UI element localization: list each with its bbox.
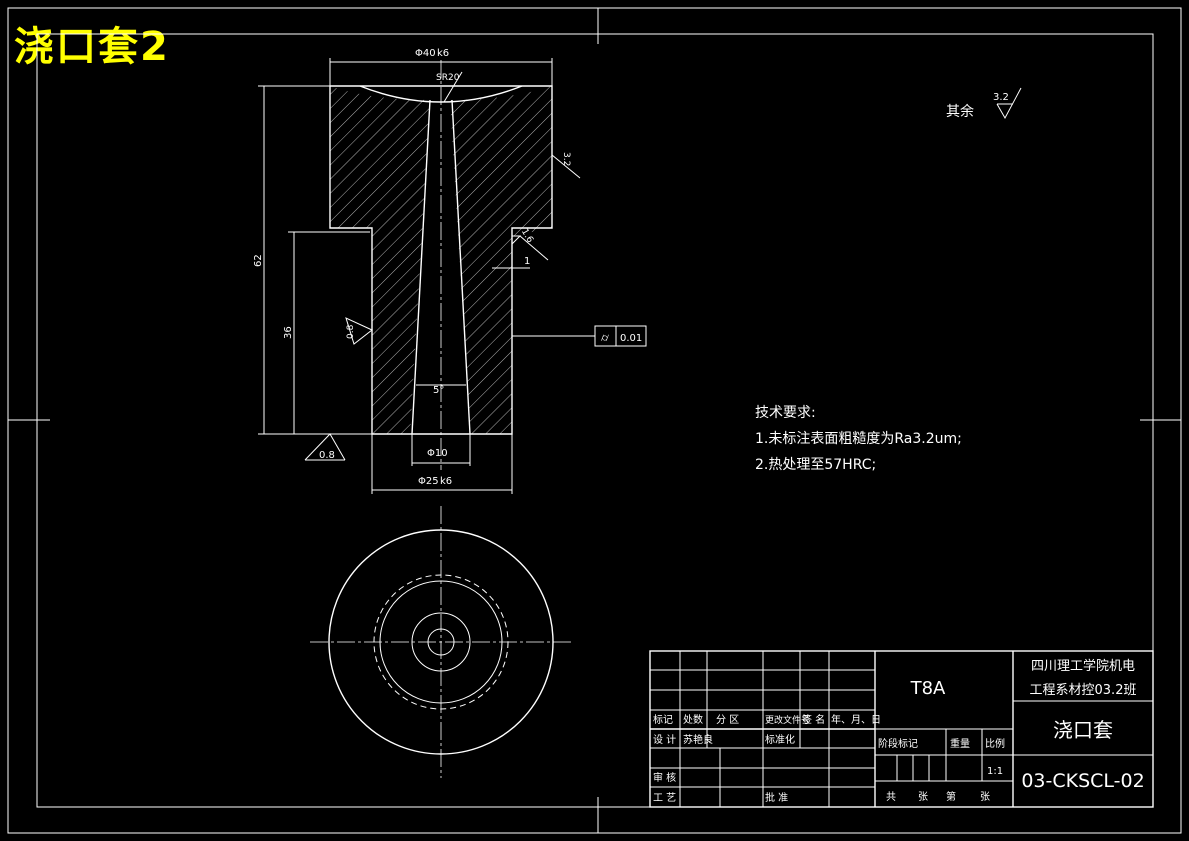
tb-h-sign: 签 名 [802, 713, 825, 726]
roughness-bottom: 0.8 [319, 450, 335, 461]
tb-designer: 苏艳良 [683, 733, 713, 746]
tb-school-line2: 工程系材控03.2班 [1030, 683, 1137, 698]
outer-frame [7, 7, 1182, 834]
tb-standard-label: 标准化 [765, 733, 795, 746]
gdt-symbol: ⌭ [601, 331, 609, 344]
dim-height-total: 62 [253, 254, 264, 267]
dim-top-dia: Φ40 [415, 48, 436, 59]
roughness-left-lower: 0.8 [346, 324, 356, 339]
tb-h-mark: 标记 [653, 714, 673, 726]
tb-scale: 1:1 [987, 766, 1003, 777]
tb-design-label: 设 计 [653, 733, 676, 746]
others-value: 3.2 [993, 92, 1009, 103]
dim-bottom-dia: Φ25 [418, 476, 439, 487]
tech-item-2: 2.热处理至57HRC; [755, 457, 876, 473]
tb-h-zone: 分 区 [716, 714, 739, 726]
tb-stage-label: 阶段标记 [878, 737, 918, 750]
dim-top-fit: k6 [437, 48, 449, 59]
gdt-value: 0.01 [620, 333, 642, 344]
tb-scale-label: 比例 [985, 737, 1005, 750]
tb-review-label: 审 核 [653, 771, 676, 784]
dimension-text: Φ40 k6 SR20 62 36 5° Φ10 Φ25 k6 1 3.2 1.… [253, 48, 1009, 487]
roughness-top-side: 3.2 [561, 152, 571, 166]
tb-process-label: 工 艺 [653, 792, 676, 804]
others-label: 其余 [946, 103, 974, 120]
dimension-lines [258, 58, 1022, 494]
tb-sheets-unit2: 张 [980, 791, 990, 803]
tb-drawing-number: 03-CKSCL-02 [1021, 770, 1144, 792]
tb-sheets-unit1: 张 [918, 791, 928, 803]
tb-h-count: 处数 [683, 713, 703, 726]
front-section-view [329, 60, 553, 470]
tb-sheets-total: 共 [886, 791, 896, 803]
dim-angle: 5° [433, 385, 444, 396]
tech-item-1: 1.未标注表面粗糙度为Ra3.2um; [755, 431, 962, 447]
tb-h-date: 年、月、日 [831, 713, 881, 726]
dim-height-lower: 36 [283, 326, 294, 339]
inner-frame [36, 33, 1154, 808]
tb-h-doc: 更改文件号 [765, 714, 810, 726]
overlay-title: 浇口套2 [14, 24, 170, 70]
tech-requirements: 技术要求: 1.未标注表面粗糙度为Ra3.2um; 2.热处理至57HRC; [755, 405, 962, 473]
tech-heading: 技术要求: [755, 405, 816, 421]
center-marks [8, 8, 1181, 833]
dim-sphere: SR20 [436, 73, 460, 83]
dim-bottom-fit: k6 [440, 476, 452, 487]
top-view [310, 506, 572, 778]
tb-approve-label: 批 准 [765, 791, 788, 804]
tb-part-name: 浇口套 [1053, 718, 1113, 742]
tb-school-line1: 四川理工学院机电 [1031, 658, 1135, 674]
tb-sheets-no: 第 [946, 790, 956, 803]
tb-weight-label: 重量 [950, 737, 970, 750]
title-block: T8A 四川理工学院机电 工程系材控03.2班 浇口套 03-CKSCL-02 … [649, 650, 1154, 808]
tb-material: T8A [910, 678, 946, 699]
dim-hole-dia: Φ10 [427, 448, 448, 459]
dim-step: 1 [524, 256, 530, 267]
